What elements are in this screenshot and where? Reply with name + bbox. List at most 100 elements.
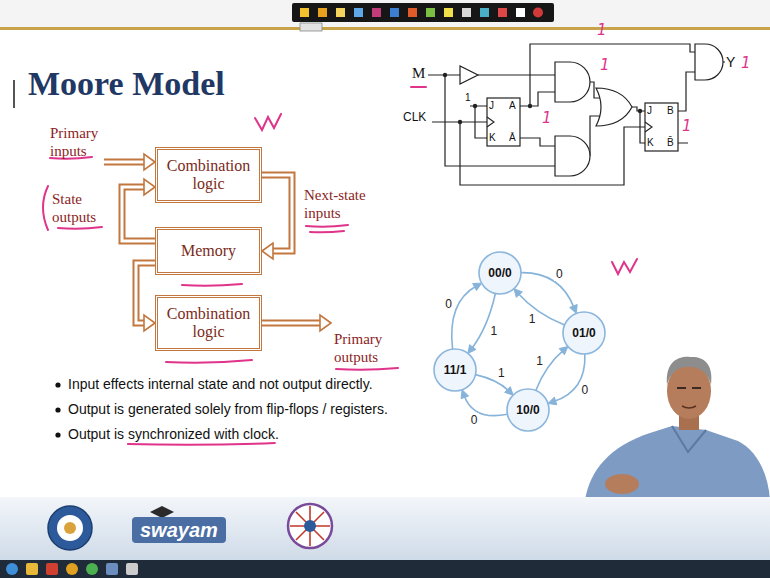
connector <box>136 263 155 331</box>
state-label: 01/0 <box>572 326 595 340</box>
or-gate-symbol <box>596 88 632 126</box>
partner-logo <box>290 506 330 546</box>
toolbar-icon <box>498 8 507 17</box>
connector-arrowhead <box>144 179 155 195</box>
state-circle-outline <box>479 252 521 294</box>
handwritten-value: 1 <box>600 56 610 74</box>
connector <box>122 179 155 241</box>
clock-marker <box>645 122 652 132</box>
presenter-hair <box>667 357 712 385</box>
transition-label: 1 <box>527 312 538 326</box>
toolbar-icon <box>444 8 453 17</box>
and-gate-symbol <box>555 136 590 176</box>
signal-group-label: Primary outputs <box>334 330 400 366</box>
annotation-check <box>612 259 637 274</box>
output-arrow <box>262 320 320 327</box>
pin-name: J <box>489 100 494 112</box>
buffer-symbol <box>460 66 478 84</box>
connector <box>461 390 507 416</box>
handwritten-value: 1 <box>597 21 607 39</box>
connector <box>262 175 292 259</box>
taskbar-icon <box>6 563 18 575</box>
annotation-underline <box>166 360 252 363</box>
transition-arrowhead <box>570 305 577 314</box>
signal-group-label: Primary inputs <box>50 124 108 160</box>
transition-label: 0 <box>443 297 454 311</box>
toolbar-icon <box>533 8 543 18</box>
institute-logo <box>48 506 92 550</box>
logic-block: Combination logic <box>155 295 262 351</box>
transition-label: 1 <box>489 324 500 338</box>
transition-arc <box>521 273 574 308</box>
toolbar-icon <box>408 8 417 17</box>
handwritten-value: 1 <box>542 109 552 127</box>
connector-core <box>136 263 155 323</box>
state-label: 10/0 <box>516 403 539 417</box>
transition-arrowhead <box>505 387 513 395</box>
transition-arrowhead <box>461 390 469 399</box>
and-gate-symbol <box>555 62 590 102</box>
annotation-check <box>255 114 281 130</box>
annotation-underline <box>310 231 344 232</box>
circuit-wires <box>428 44 725 185</box>
pin-name: B <box>667 105 674 117</box>
toolbar-icon <box>426 8 435 17</box>
transition-label: 0 <box>469 413 480 427</box>
annotation-underline <box>306 225 348 227</box>
junction-dot <box>473 104 477 108</box>
transition-arc <box>518 293 565 325</box>
tooltip-box <box>300 23 322 31</box>
and-gate-symbol <box>695 44 723 80</box>
signal-name: CLK <box>403 110 426 124</box>
taskbar-icon <box>126 563 138 575</box>
taskbar-icon <box>26 563 38 575</box>
institute-logo <box>57 515 83 541</box>
presenter-mouth <box>682 406 696 408</box>
transition-arc <box>472 293 496 348</box>
state-circle: 00/0 <box>478 251 522 295</box>
swayam-logo-text: swayam <box>132 517 226 543</box>
annotation-bracket <box>43 186 48 230</box>
top-stripe <box>0 27 770 30</box>
signal-group-label: Next-state inputs <box>304 186 382 222</box>
transition-arrowhead <box>548 397 557 405</box>
transition-arrowhead <box>473 283 482 290</box>
transition-label: 0 <box>554 267 565 281</box>
block-label: Combination logic <box>163 305 254 342</box>
transition-arrowhead <box>514 289 522 298</box>
taskbar-icon <box>86 563 98 575</box>
state-circle: 01/0 <box>562 311 606 355</box>
annotation-underline <box>128 443 275 445</box>
presenter-hand <box>605 474 639 494</box>
block-label: Memory <box>181 242 236 260</box>
signal-name: M <box>412 64 425 82</box>
transition-arrowhead <box>468 345 476 354</box>
signal-name: Y <box>726 54 735 71</box>
handwritten-value: 1 <box>741 54 751 72</box>
junction-dot <box>528 104 532 108</box>
junction-dot <box>443 73 447 77</box>
toolbar-icon <box>516 8 525 17</box>
connector-outline <box>136 263 155 323</box>
pin-name: A <box>509 100 516 112</box>
bullet-dot <box>55 382 60 387</box>
input-arrow <box>104 159 145 166</box>
toolbar-icon <box>462 8 471 17</box>
taskbar-icon <box>106 563 118 575</box>
bullet-dot <box>55 432 60 437</box>
bullet-text: Output is synchronized with clock. <box>68 426 279 443</box>
footer-band <box>0 497 770 560</box>
logic-constant: 1 <box>465 92 471 104</box>
pin-name: K <box>647 137 654 149</box>
clock-marker <box>487 117 494 127</box>
connector-core <box>262 175 292 251</box>
state-circle-outline <box>507 389 549 431</box>
annotation-underline <box>336 368 398 370</box>
state-label: 11/1 <box>444 363 467 377</box>
annotation-underline <box>411 86 426 88</box>
state-circle: 11/1 <box>433 348 477 392</box>
pin-name: Ā <box>509 132 516 144</box>
toolbar-icon <box>390 8 399 17</box>
transition-label: 0 <box>579 383 590 397</box>
transition-label: 1 <box>534 354 545 368</box>
